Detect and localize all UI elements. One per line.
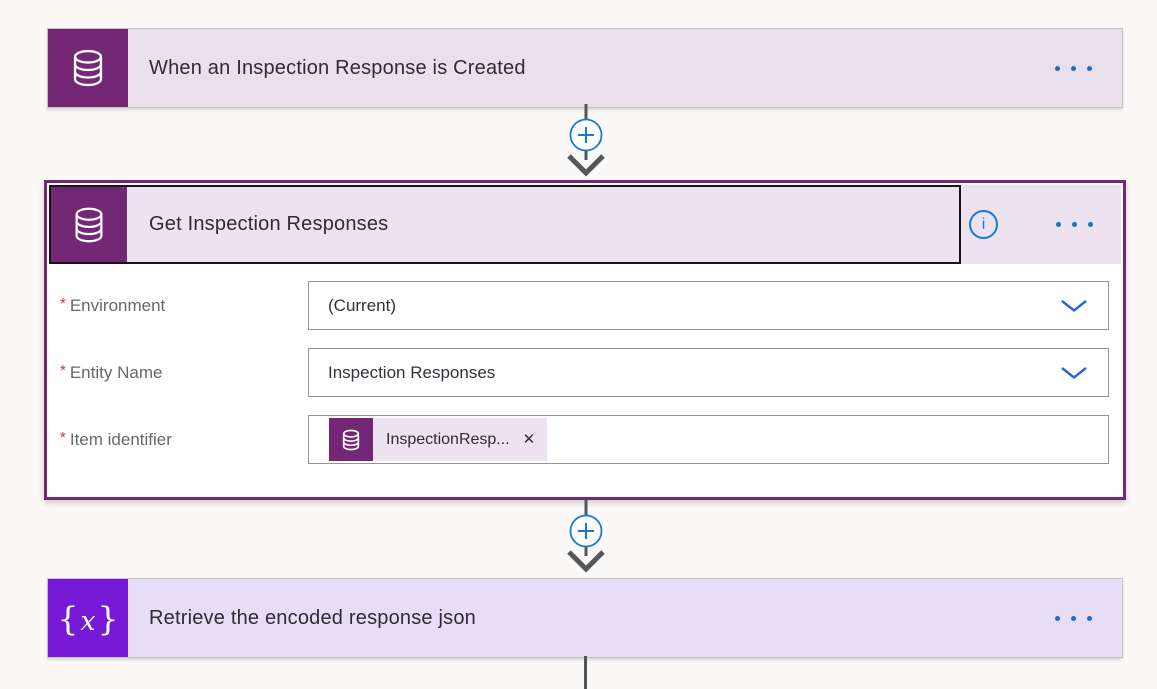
remove-token-icon[interactable]: ✕ [518,432,548,447]
action-more-options-icon[interactable] [1044,222,1093,227]
dataverse-database-icon [51,187,127,262]
required-marker: * [60,361,66,379]
field-row-item-identifier: *Item identifier InspectionResp... [60,415,1109,464]
entity-name-value: Inspection Responses [328,362,496,382]
dataverse-database-icon [48,29,128,107]
insert-step-connector[interactable] [566,104,606,185]
variable-card[interactable]: {x} Retrieve the encoded response json [47,578,1123,658]
action-card-title: Get Inspection Responses [149,213,389,235]
info-icon[interactable]: i [969,210,998,239]
trigger-more-options-icon[interactable] [1043,29,1122,107]
trigger-card[interactable]: When an Inspection Response is Created [47,28,1123,108]
entity-name-dropdown[interactable]: Inspection Responses [308,348,1109,397]
dataverse-database-icon [329,418,373,461]
action-card-header-controls: i [961,185,1121,264]
chevron-down-icon[interactable] [1060,366,1088,380]
chevron-down-icon[interactable] [1060,299,1088,313]
action-card-get-inspection-responses: Get Inspection Responses i *Environment [44,180,1126,500]
insert-step-connector[interactable] [566,500,606,581]
variable-more-options-icon[interactable] [1043,579,1122,657]
item-identifier-label: *Item identifier [60,428,172,449]
action-card-body: *Environment (Current) *Entity Name Insp… [47,266,1123,464]
environment-value: (Current) [328,295,397,315]
field-row-entity-name: *Entity Name Inspection Responses [60,348,1109,397]
entity-name-label: *Entity Name [60,361,163,382]
field-row-environment: *Environment (Current) [60,281,1109,330]
trigger-card-title: When an Inspection Response is Created [149,56,526,79]
variable-icon: {x} [48,579,128,657]
action-card-header: Get Inspection Responses i [49,185,1121,264]
required-marker: * [60,294,66,312]
action-card-title-button[interactable]: Get Inspection Responses [49,185,961,264]
token-label: InspectionResp... [386,430,510,448]
required-marker: * [60,428,66,446]
environment-label: *Environment [60,294,166,315]
flow-connector-line [584,656,587,689]
environment-dropdown[interactable]: (Current) [308,281,1109,330]
item-identifier-input[interactable]: InspectionResp... ✕ [308,415,1109,464]
dynamic-content-token[interactable]: InspectionResp... ✕ [329,418,548,461]
variable-card-title: Retrieve the encoded response json [149,606,477,629]
